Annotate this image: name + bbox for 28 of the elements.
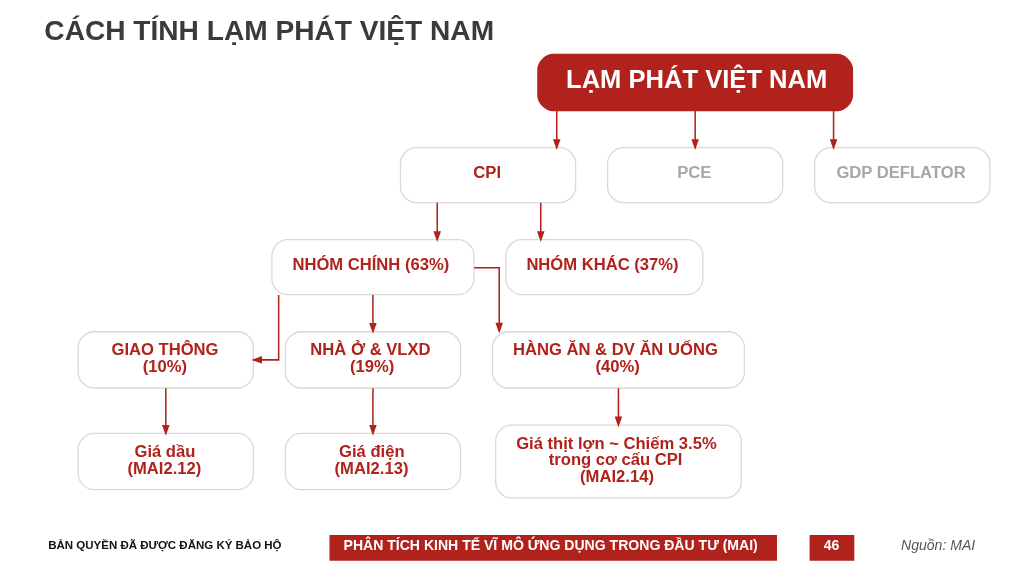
node-box: GDP DEFLATOR (814, 147, 991, 204)
arrow (829, 109, 838, 150)
node-box: NHÓM CHÍNH (63%) (271, 239, 475, 296)
arrow (433, 201, 441, 242)
arrow (369, 294, 377, 334)
node-box: LẠM PHÁT VIỆT NAM (537, 53, 854, 112)
diagram-title: CÁCH TÍNH LẠM PHÁT VIỆT NAM (44, 14, 495, 46)
arrow (537, 201, 545, 242)
node-box: HÀNG ĂN & DV ĂN UỐNG (40%) (491, 331, 746, 389)
label: BẢN QUYỀN ĐÃ ĐƯỢC ĐĂNG KÝ BẢO HỘ (48, 539, 282, 552)
node-box: Giá dầu (MAI2.12) (77, 432, 255, 491)
node-box: PCE (606, 147, 784, 204)
arrow (691, 109, 699, 150)
node-box: GIAO THÔNG (10%) (77, 331, 255, 389)
arrow (553, 109, 561, 150)
node-box: Giá thịt lợn ~ Chiếm 3.5% trong cơ cấu CPI (MAI2.14) (495, 424, 742, 499)
node-box: NHÓM KHÁC (37%) (505, 239, 704, 296)
label: 46 (823, 537, 840, 554)
arrow (473, 267, 503, 334)
label: Nguồn: MAI (901, 537, 976, 554)
arrow (369, 387, 377, 436)
arrow (614, 387, 623, 428)
node-box: CPI (399, 147, 577, 204)
node-box: Giá điện (MAI2.13) (284, 432, 462, 491)
arrow (162, 387, 170, 436)
node-box: NHÀ Ở & VLXD (19%) (284, 331, 462, 389)
arrow (251, 294, 280, 364)
label: PHÂN TÍCH KINH TẾ VĨ MÔ ỨNG DỤNG TRONG ĐẦU TƯ (MAI) (343, 537, 758, 554)
